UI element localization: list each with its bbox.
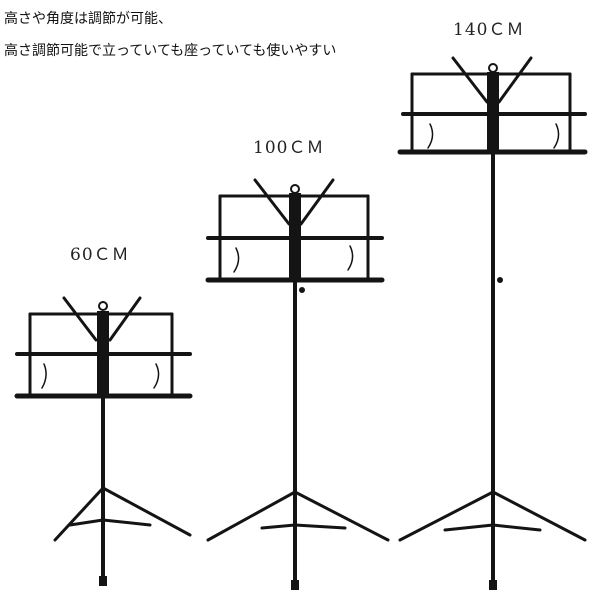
music-stand-100cm (205, 178, 390, 590)
stand-knob (497, 277, 503, 283)
stand-foot (291, 580, 299, 590)
height-label-100: 100ＣＭ (253, 138, 325, 158)
height-label-60: 60ＣＭ (70, 245, 130, 265)
stand-clip (98, 301, 108, 311)
stand-foot (489, 580, 497, 590)
height-label-140: 140ＣＭ (453, 20, 525, 40)
stand-tripod (206, 490, 390, 587)
stand-clamp (289, 193, 301, 281)
stand-clip (290, 184, 300, 194)
stand-knob (299, 287, 305, 293)
stand-clip (488, 63, 498, 73)
stand-clamp (97, 311, 109, 397)
stand-foot (99, 576, 107, 586)
music-stand-60cm (14, 296, 193, 586)
stand-tripod (398, 490, 587, 587)
caption-line-1: 高さや角度は調節が可能、 (4, 11, 172, 27)
stand-clamp (487, 72, 499, 154)
stand-tripod (53, 486, 192, 582)
caption-line-2: 高さ調節可能で立っていても座っていても使いやすい (4, 43, 337, 59)
music-stand-140cm (397, 56, 588, 590)
